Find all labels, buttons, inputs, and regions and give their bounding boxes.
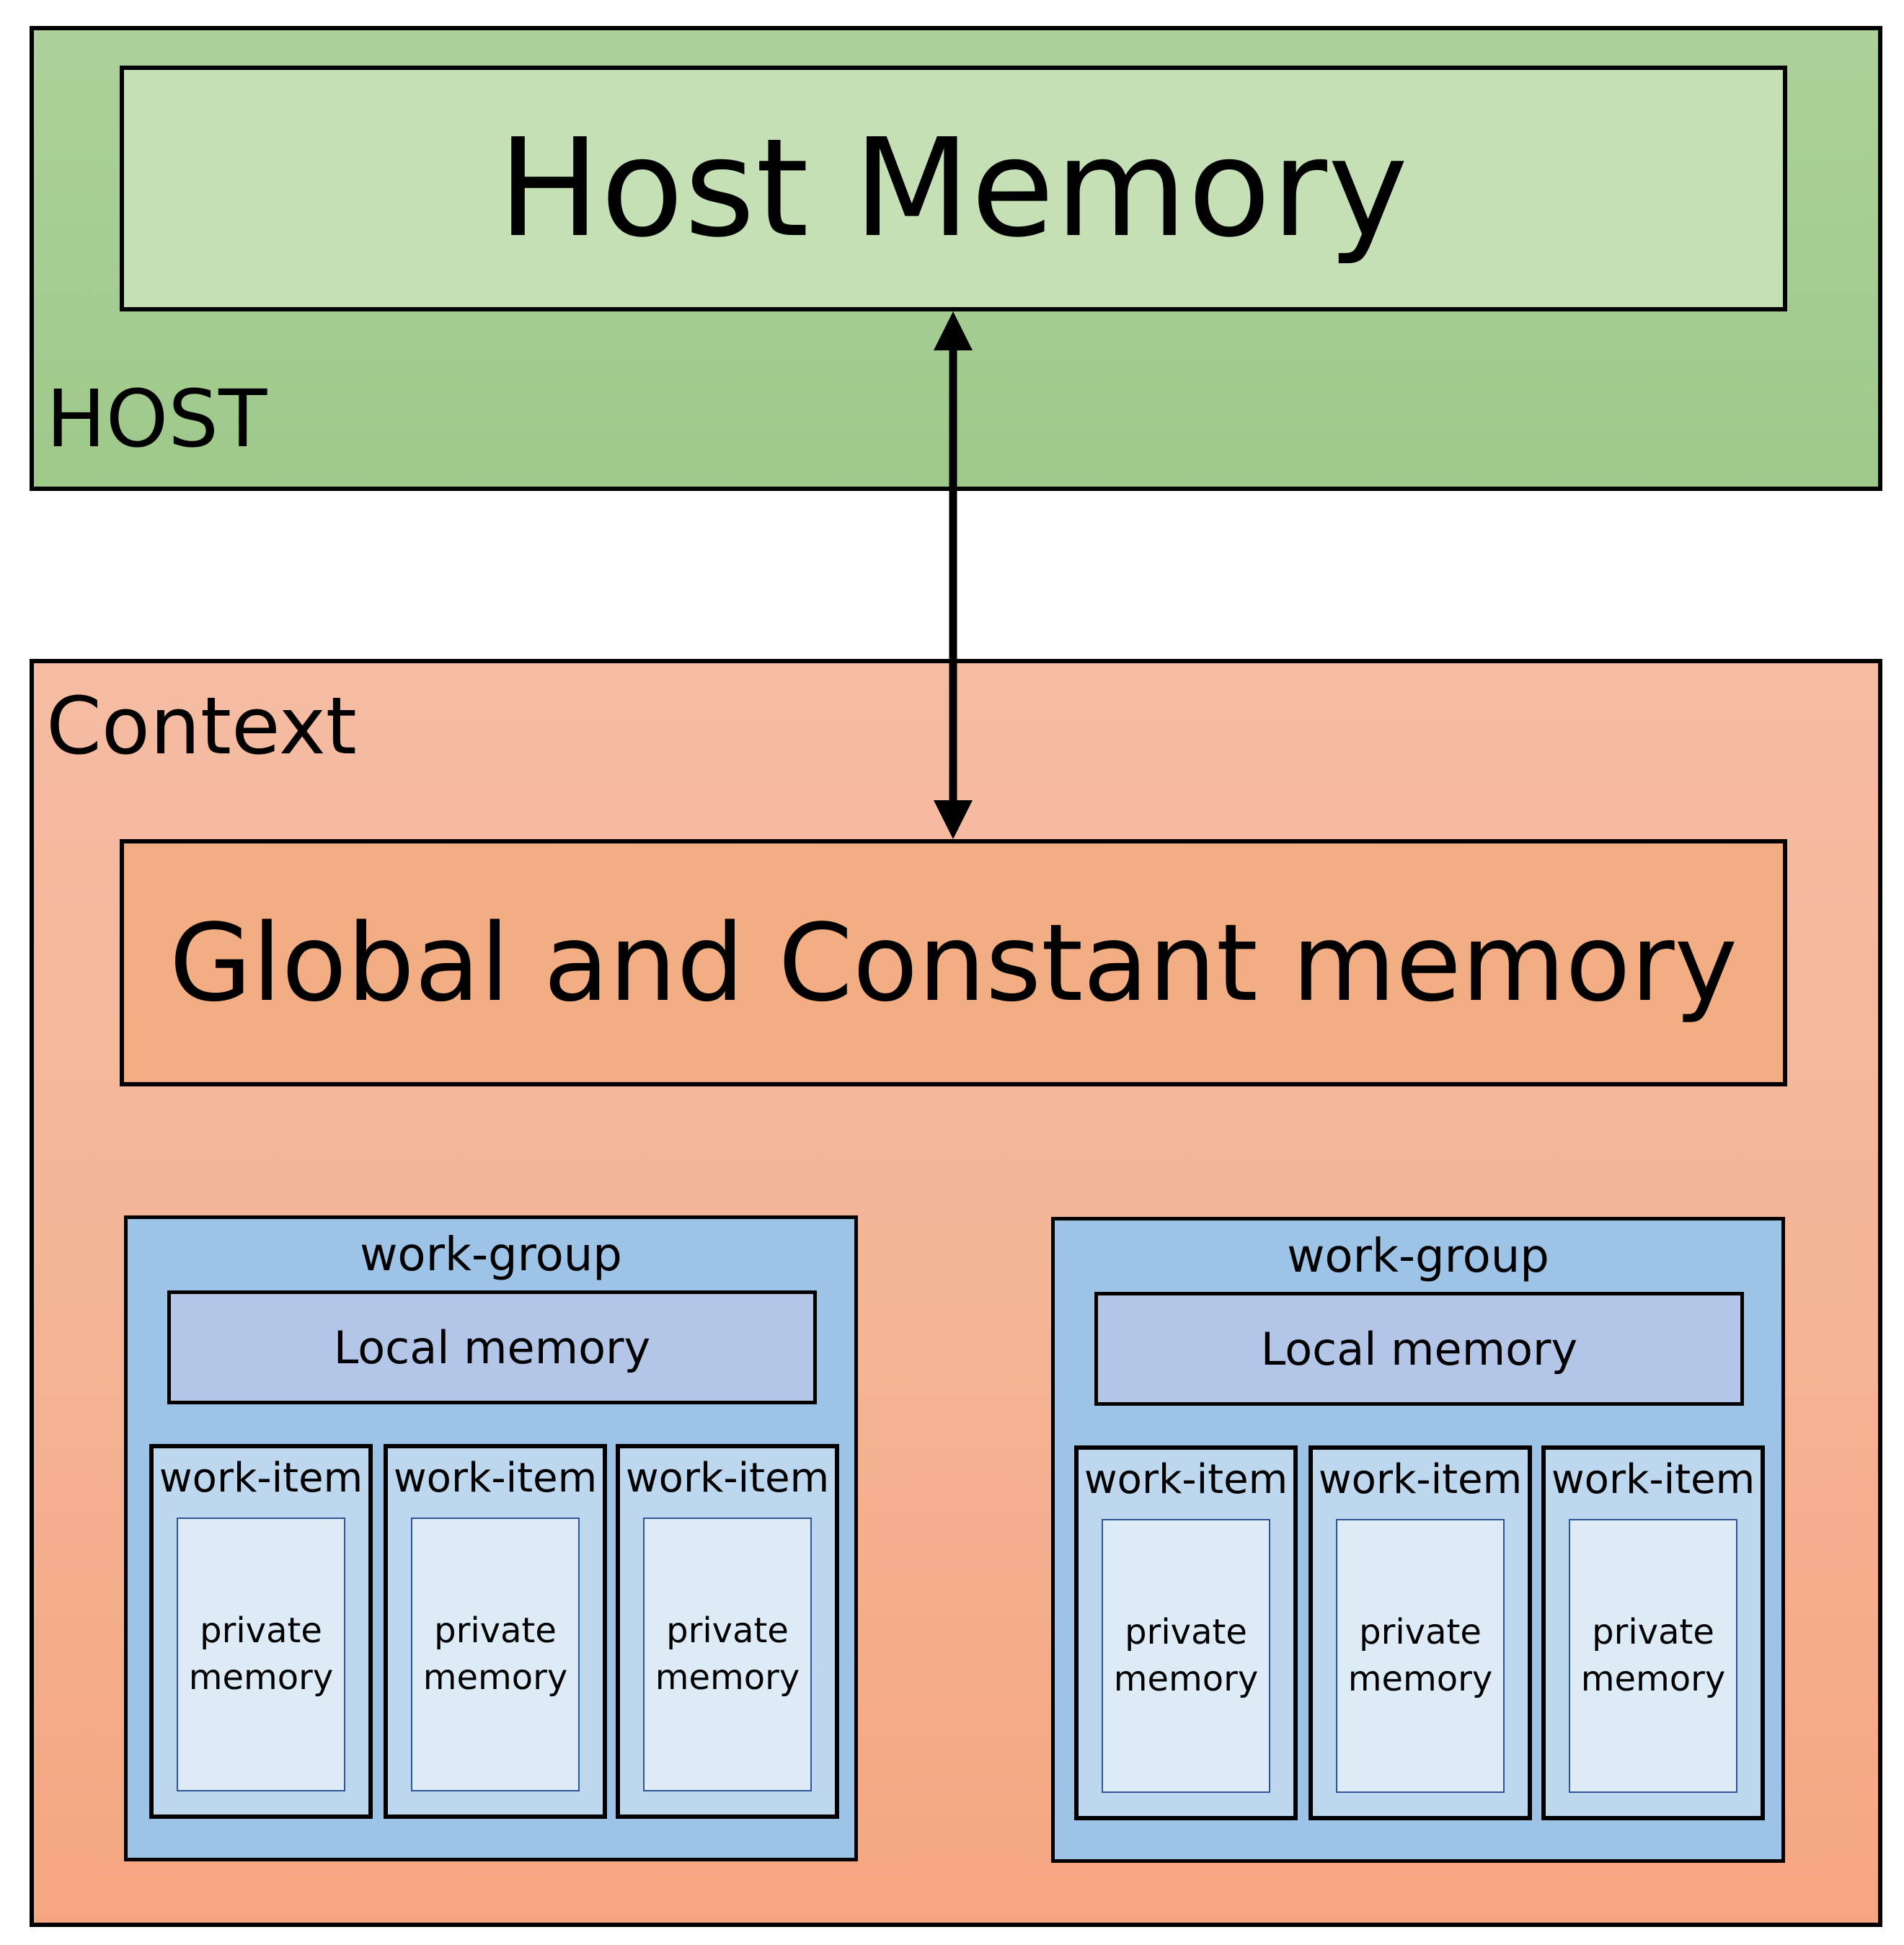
work-item-6: work-item private memory xyxy=(1541,1445,1765,1820)
private-memory-label-line1: private xyxy=(200,1611,322,1652)
work-group-2: work-group Local memory work-item privat… xyxy=(1051,1217,1785,1863)
work-group-label: work-group xyxy=(360,1228,622,1282)
private-memory-box: private memory xyxy=(1102,1519,1270,1793)
private-memory-label-line2: memory xyxy=(422,1657,568,1698)
arrow-head-down xyxy=(934,800,973,839)
work-item-label: work-item xyxy=(1318,1456,1523,1503)
private-memory-label-line1: private xyxy=(434,1611,557,1652)
host-memory-box: Host Memory xyxy=(120,66,1787,311)
work-item-5: work-item private memory xyxy=(1309,1445,1532,1820)
work-item-3: work-item private memory xyxy=(616,1444,839,1819)
private-memory-label-line1: private xyxy=(1125,1612,1247,1653)
private-memory-label-line2: memory xyxy=(188,1657,334,1698)
work-item-label: work-item xyxy=(1551,1456,1755,1503)
private-memory-label-line1: private xyxy=(1592,1612,1714,1653)
arrow-head-up xyxy=(934,311,973,350)
local-memory-box: Local memory xyxy=(167,1290,817,1404)
global-constant-memory-box: Global and Constant memory xyxy=(120,839,1787,1086)
private-memory-label-line1: private xyxy=(1359,1612,1482,1653)
private-memory-label-line2: memory xyxy=(1113,1659,1259,1699)
work-item-1: work-item private memory xyxy=(149,1444,373,1819)
private-memory-box: private memory xyxy=(177,1518,345,1791)
local-memory-label: Local memory xyxy=(1260,1322,1578,1375)
local-memory-box: Local memory xyxy=(1094,1292,1744,1406)
private-memory-label-line2: memory xyxy=(1347,1659,1493,1699)
work-item-2: work-item private memory xyxy=(384,1444,607,1819)
private-memory-box: private memory xyxy=(1569,1519,1737,1793)
work-item-label: work-item xyxy=(159,1455,363,1502)
host-memory-label: Host Memory xyxy=(497,110,1409,267)
work-group-1: work-group Local memory work-item privat… xyxy=(124,1215,858,1861)
local-memory-label: Local memory xyxy=(333,1321,651,1374)
private-memory-box: private memory xyxy=(1336,1519,1505,1793)
private-memory-label-line2: memory xyxy=(655,1657,800,1698)
context-label: Context xyxy=(46,680,357,772)
private-memory-box: private memory xyxy=(643,1518,812,1791)
work-item-label: work-item xyxy=(393,1455,598,1502)
private-memory-label-line1: private xyxy=(666,1611,789,1652)
work-group-label: work-group xyxy=(1287,1230,1549,1283)
work-item-label: work-item xyxy=(625,1455,830,1502)
global-constant-memory-label: Global and Constant memory xyxy=(169,900,1738,1025)
host-label: HOST xyxy=(46,373,267,465)
private-memory-box: private memory xyxy=(411,1518,580,1791)
private-memory-label-line2: memory xyxy=(1580,1659,1726,1699)
work-item-4: work-item private memory xyxy=(1074,1445,1298,1820)
work-item-label: work-item xyxy=(1084,1456,1288,1503)
